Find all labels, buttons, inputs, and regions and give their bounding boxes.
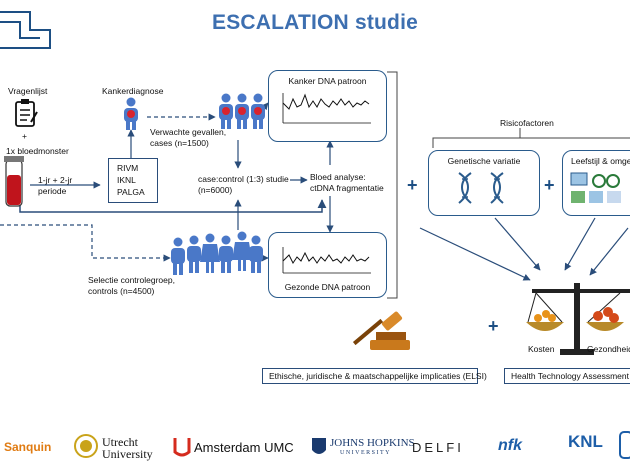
- blood-analysis-line2: ctDNA fragmentatie: [310, 183, 384, 193]
- hta-label: Health Technology Assessment (: [511, 371, 630, 381]
- nfk-logo: nfk: [498, 437, 522, 454]
- elsi-label: Ethische, juridische & maatschappelijke …: [269, 371, 487, 381]
- healthy-dna-signal: [282, 247, 371, 274]
- expected-cases-line1: Verwachte gevallen,: [150, 127, 227, 137]
- period-line2: periode: [38, 186, 67, 196]
- registry-rivm: RIVM: [117, 163, 139, 173]
- case-control-line2: (n=6000): [198, 185, 233, 195]
- sanquin-logo: Sanquin: [4, 440, 52, 454]
- controls-line1: Selectie controlegroep,: [88, 275, 175, 285]
- registry-iknl: IKNL: [117, 175, 136, 185]
- scale-left-label: Kosten: [528, 344, 555, 354]
- plus-sign: +: [407, 175, 418, 195]
- plus-sign: +: [544, 175, 555, 195]
- hopkins-logo-line1: JOHNS HOPKINS: [330, 437, 415, 449]
- case-control-line1: case:control (1:3) studie: [198, 174, 289, 184]
- questionnaire-label: Vragenlijst: [8, 86, 48, 96]
- period-line1: 1-jr + 2-jr: [38, 175, 73, 185]
- hta-box: Health Technology Assessment (: [504, 368, 630, 384]
- decorative-stairs: [0, 11, 51, 49]
- utrecht-logo-line1: Utrecht: [102, 435, 138, 449]
- risk-factors-label: Risicofactoren: [500, 118, 554, 128]
- hopkins-logo-line2: UNIVERSITY: [340, 450, 391, 456]
- registry-palga: PALGA: [117, 187, 145, 197]
- dna-helix-icon: [458, 172, 504, 204]
- blood-sample-label: 1x bloedmonster: [6, 146, 69, 156]
- expected-cases-line2: cases (n=1500): [150, 138, 209, 148]
- lifestyle-box: Leefstijl & omgev: [562, 150, 630, 216]
- registry-box: RIVM IKNL PALGA: [108, 158, 158, 203]
- controls-line2: controls (n=4500): [88, 286, 155, 296]
- healthy-dna-pattern-box: Gezonde DNA patroon: [268, 232, 387, 298]
- delfi-logo: DELFI: [412, 440, 464, 455]
- genetic-title: Genetische variatie: [447, 156, 521, 166]
- lifestyle-icon: [570, 172, 621, 203]
- genetic-variation-box: Genetische variatie: [428, 150, 540, 216]
- lifestyle-title: Leefstijl & omgev: [571, 156, 630, 166]
- plus-sign: +: [488, 316, 499, 336]
- scale-right-label: Gezondheidsw: [587, 344, 630, 354]
- elsi-box: Ethische, juridische & maatschappelijke …: [262, 368, 487, 384]
- cancer-dna-signal: [282, 93, 371, 124]
- cancer-pattern-title: Kanker DNA patroon: [288, 76, 367, 86]
- page-title: ESCALATION studie: [211, 11, 419, 34]
- amsterdam-logo: Amsterdam UMC: [194, 440, 294, 455]
- blood-analysis-line1: Bloed analyse:: [310, 172, 366, 182]
- healthy-pattern-title: Gezonde DNA patroon: [284, 282, 371, 292]
- utrecht-logo-line2: University: [102, 447, 153, 461]
- diagnosis-label: Kankerdiagnose: [102, 86, 164, 96]
- plus-text: +: [22, 131, 27, 141]
- cancer-dna-pattern-box: Kanker DNA patroon: [268, 70, 387, 142]
- knl-logo: KNL: [568, 432, 603, 451]
